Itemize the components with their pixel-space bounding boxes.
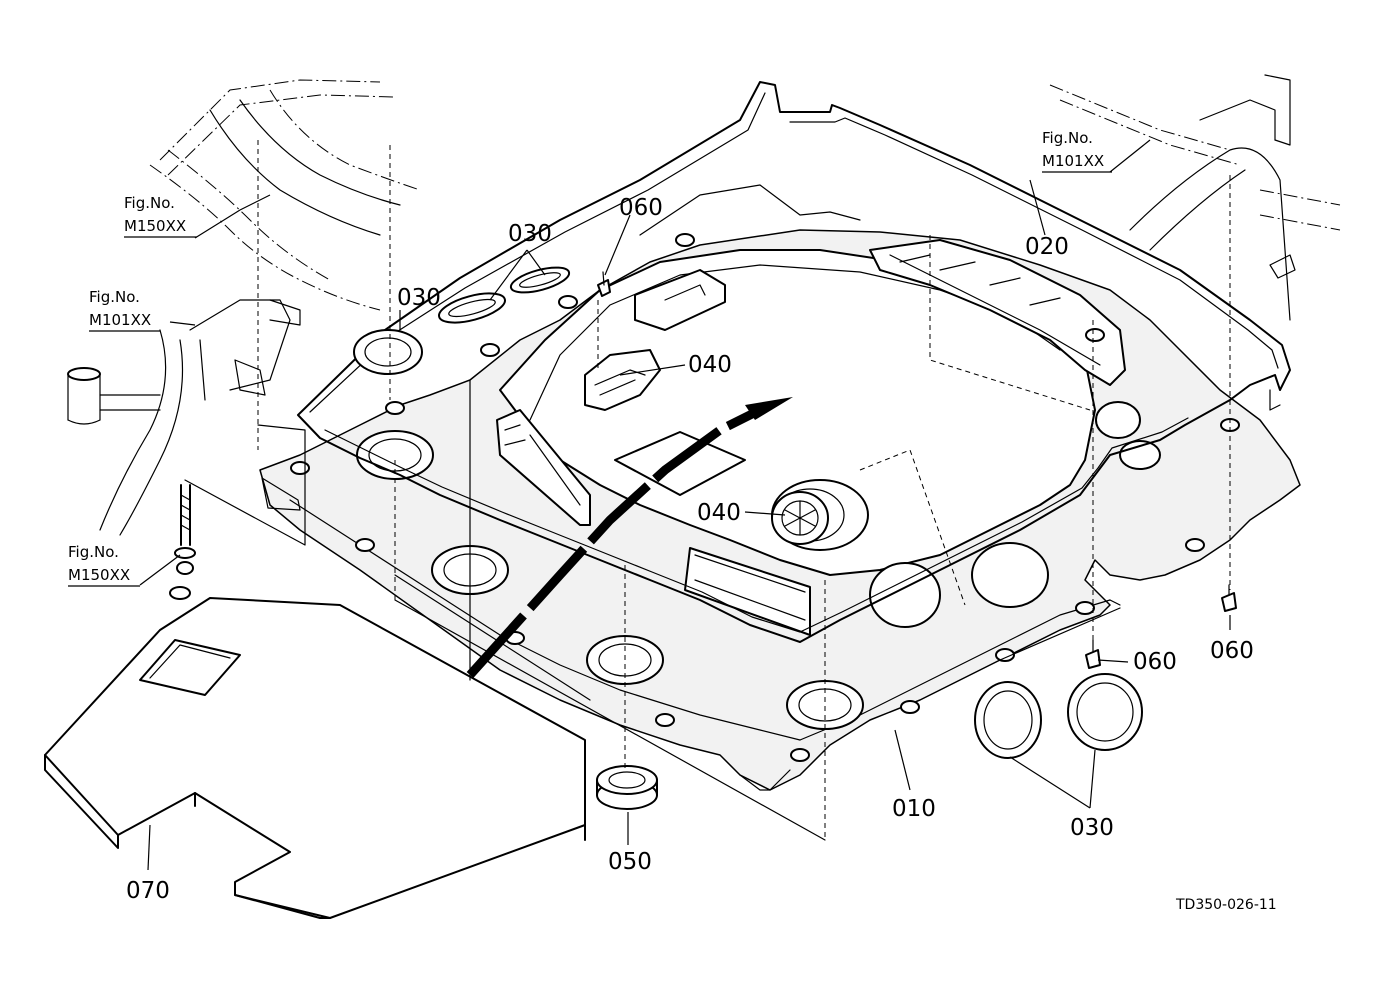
callout-060-top: 060: [619, 195, 663, 221]
callout-070: 070: [126, 878, 170, 904]
callout-030-top-mid: 030: [508, 221, 552, 247]
fig-ref-code: M150XX: [68, 566, 130, 584]
leader-lines: [139, 139, 1231, 871]
fig-ref-code: M101XX: [89, 311, 151, 329]
part-020-seal: [297, 81, 1291, 643]
bolt-washer-stack: [169, 484, 196, 600]
callout-040-upper: 040: [688, 352, 732, 378]
callout-050: 050: [608, 849, 652, 875]
callout-010: 010: [892, 796, 936, 822]
part-070-mat: [44, 597, 586, 919]
fig-ref-top-right: Fig.No. M101XX: [1042, 129, 1112, 173]
fig-ref-label: Fig.No.: [124, 194, 175, 212]
fig-ref-label: Fig.No.: [89, 288, 140, 306]
callout-060-right-mid: 060: [1133, 649, 1177, 675]
fig-ref-code: M101XX: [1042, 152, 1104, 170]
callout-030-bottom-right: 030: [1070, 815, 1114, 841]
seal-rear-strip: [639, 184, 861, 236]
left-bracket: [67, 299, 301, 536]
part-030-rings-bottom: [974, 673, 1143, 759]
callout-060-right: 060: [1210, 638, 1254, 664]
callout-040-lower: 040: [697, 500, 741, 526]
callout-020: 020: [1025, 234, 1069, 260]
fig-ref-bottom-left: Fig.No. M150XX: [68, 543, 140, 587]
fig-ref-mid-left: Fig.No. M101XX: [89, 288, 160, 332]
fig-ref-label: Fig.No.: [1042, 129, 1093, 147]
fig-ref-code: M150XX: [124, 217, 186, 235]
part-030-rings-top: [353, 266, 571, 375]
fig-ref-label: Fig.No.: [68, 543, 119, 561]
drawing-number: TD350-026-11: [1175, 897, 1277, 913]
part-050-cap: [596, 765, 658, 810]
fig-ref-top-left: Fig.No. M150XX: [124, 194, 197, 238]
frame-background-left: [149, 79, 421, 311]
part-040-grommet: [771, 491, 829, 545]
alignment-lines: [184, 140, 1231, 841]
frame-background-right: [1049, 74, 1341, 321]
part-060-clips: [597, 271, 1237, 669]
callout-030-top-left: 030: [397, 285, 441, 311]
assembly-arrow: [466, 397, 793, 679]
